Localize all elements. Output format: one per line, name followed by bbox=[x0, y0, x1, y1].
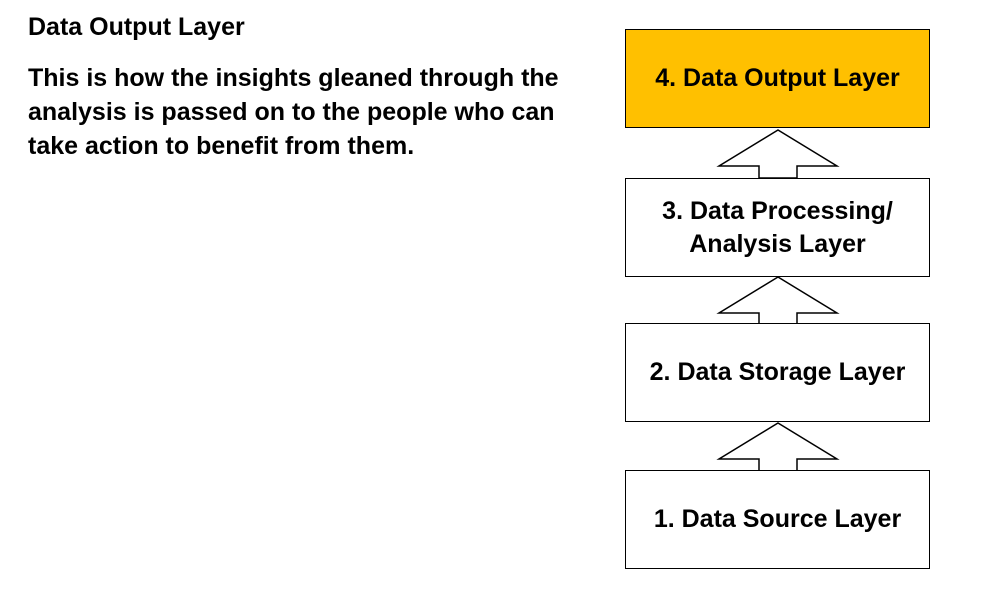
layer-box-data-source: 1. Data Source Layer bbox=[625, 470, 930, 569]
layer-label: 2. Data Storage Layer bbox=[649, 358, 906, 386]
up-arrow-icon bbox=[716, 129, 840, 179]
layer-label: 4. Data Output Layer bbox=[655, 64, 900, 92]
layer-label: Analysis Layer bbox=[689, 229, 866, 258]
layer-label: 3. Data Processing/ bbox=[662, 196, 893, 225]
layer-box-data-storage: 2. Data Storage Layer bbox=[625, 323, 930, 422]
page-title: Data Output Layer bbox=[28, 13, 245, 41]
layer-description: This is how the insights gleaned through… bbox=[28, 64, 559, 160]
layer-box-data-processing: 3. Data Processing/ Analysis Layer bbox=[625, 178, 930, 277]
layer-box-data-output: 4. Data Output Layer bbox=[625, 29, 930, 128]
up-arrow-icon bbox=[716, 422, 840, 472]
up-arrow-icon bbox=[716, 276, 840, 326]
layer-label: 1. Data Source Layer bbox=[653, 505, 902, 533]
